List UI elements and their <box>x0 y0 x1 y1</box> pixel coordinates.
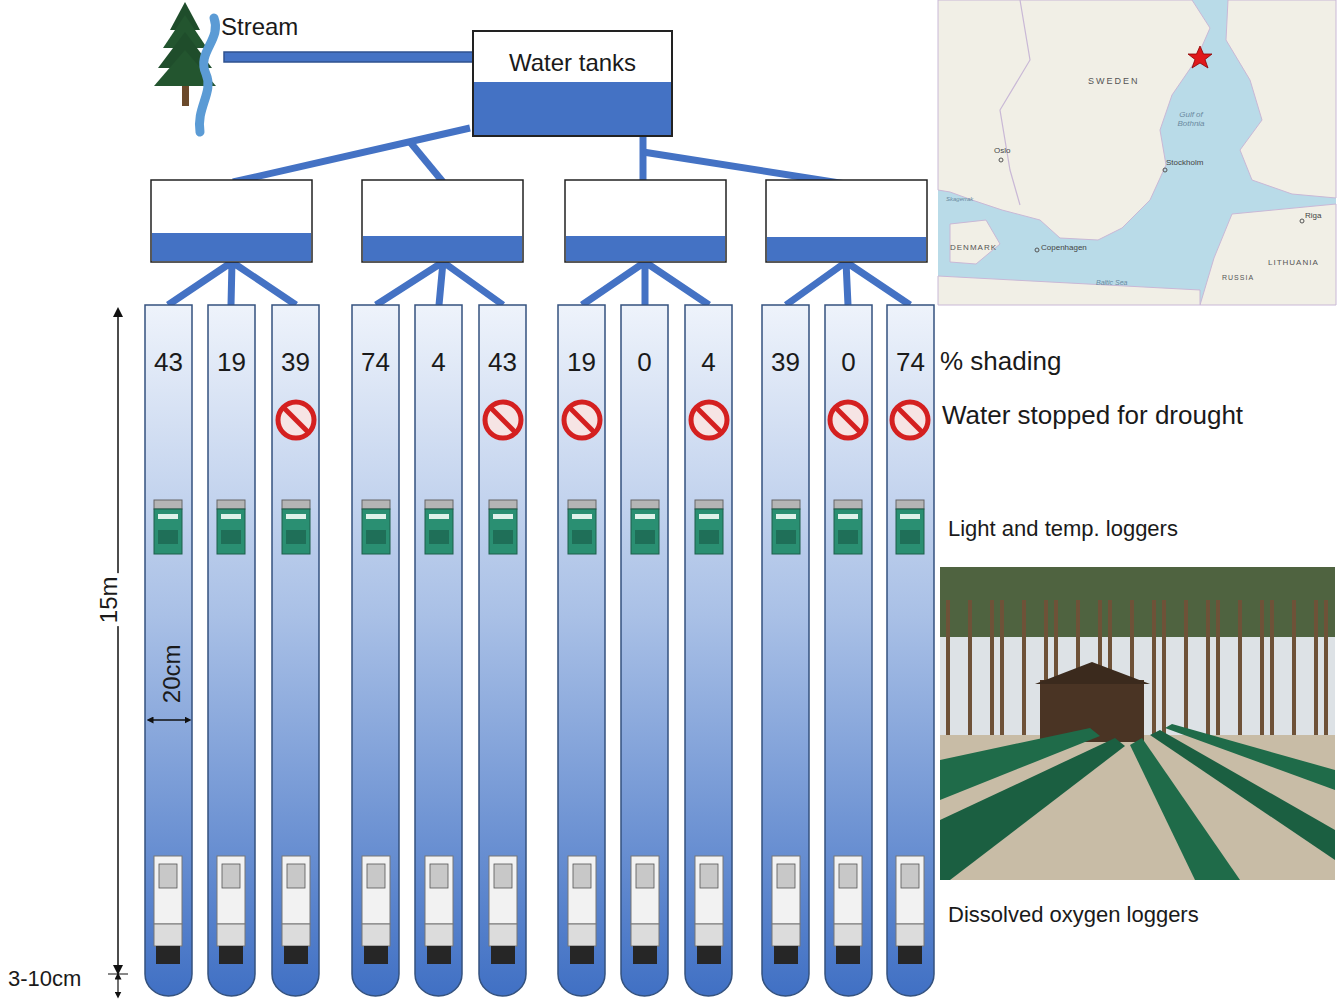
stream-channel: 43 <box>479 305 526 995</box>
stream-channel: 0 <box>825 305 872 995</box>
site-photo <box>940 567 1335 880</box>
stream-channel: 0 <box>621 305 668 995</box>
row-label: % shading <box>940 347 1061 377</box>
stream-channel: 39 <box>272 305 319 995</box>
map-label: Oslo <box>994 146 1010 155</box>
shading-value: 19 <box>208 347 255 377</box>
stream-channel: 19 <box>558 305 605 995</box>
map-label: RUSSIA <box>1222 274 1254 282</box>
location-map <box>938 0 1336 305</box>
shading-value: 19 <box>558 347 605 377</box>
shading-value: 0 <box>621 347 668 377</box>
stream-channel: 39 <box>762 305 809 995</box>
stream-icon <box>199 18 215 132</box>
shading-value: 0 <box>825 347 872 377</box>
stream-label: Stream <box>221 13 298 41</box>
map-label: DENMARK <box>950 243 997 252</box>
row-label: Dissolved oxygen loggers <box>948 902 1199 927</box>
map-label: LITHUANIA <box>1268 258 1319 267</box>
map-label: Copenhagen <box>1041 243 1087 252</box>
header-tanks <box>151 180 927 262</box>
stream-channel: 74 <box>352 305 399 995</box>
shading-value: 4 <box>685 347 732 377</box>
shading-value: 39 <box>762 347 809 377</box>
dimension-lines <box>108 312 188 995</box>
stream-channel: 4 <box>415 305 462 995</box>
row-label: Light and temp. loggers <box>948 516 1178 541</box>
shading-value: 74 <box>352 347 399 377</box>
map-label: Skagerrak <box>946 196 973 203</box>
shading-value: 43 <box>145 347 192 377</box>
map-label: Stockholm <box>1166 158 1203 167</box>
map-label: Gulf of Bothnia <box>1172 110 1210 128</box>
drought-symbol <box>278 402 928 438</box>
map-label: SWEDEN <box>1088 76 1140 86</box>
shading-value: 4 <box>415 347 462 377</box>
dimension-label: 15m <box>94 573 122 626</box>
box-title: Water tanks <box>474 48 671 78</box>
stream-channel: 74 <box>887 305 934 995</box>
stream-channel: 4 <box>685 305 732 995</box>
stream-channels <box>145 305 934 996</box>
light-logger <box>154 500 924 554</box>
dimension-label: 20cm <box>157 644 185 703</box>
dimension-label: 3-10cm <box>8 966 81 991</box>
map-label: Riga <box>1305 211 1321 220</box>
map-label: Baltic Sea <box>1096 279 1128 287</box>
stream-channel: 19 <box>208 305 255 995</box>
oxygen-logger <box>154 856 924 964</box>
shading-value: 74 <box>887 347 934 377</box>
water-tank-box: Water tanks <box>472 30 673 137</box>
shading-value: 43 <box>479 347 526 377</box>
shading-value: 39 <box>272 347 319 377</box>
pipe <box>224 52 480 62</box>
row-label: Water stopped for drought <box>942 401 1243 431</box>
